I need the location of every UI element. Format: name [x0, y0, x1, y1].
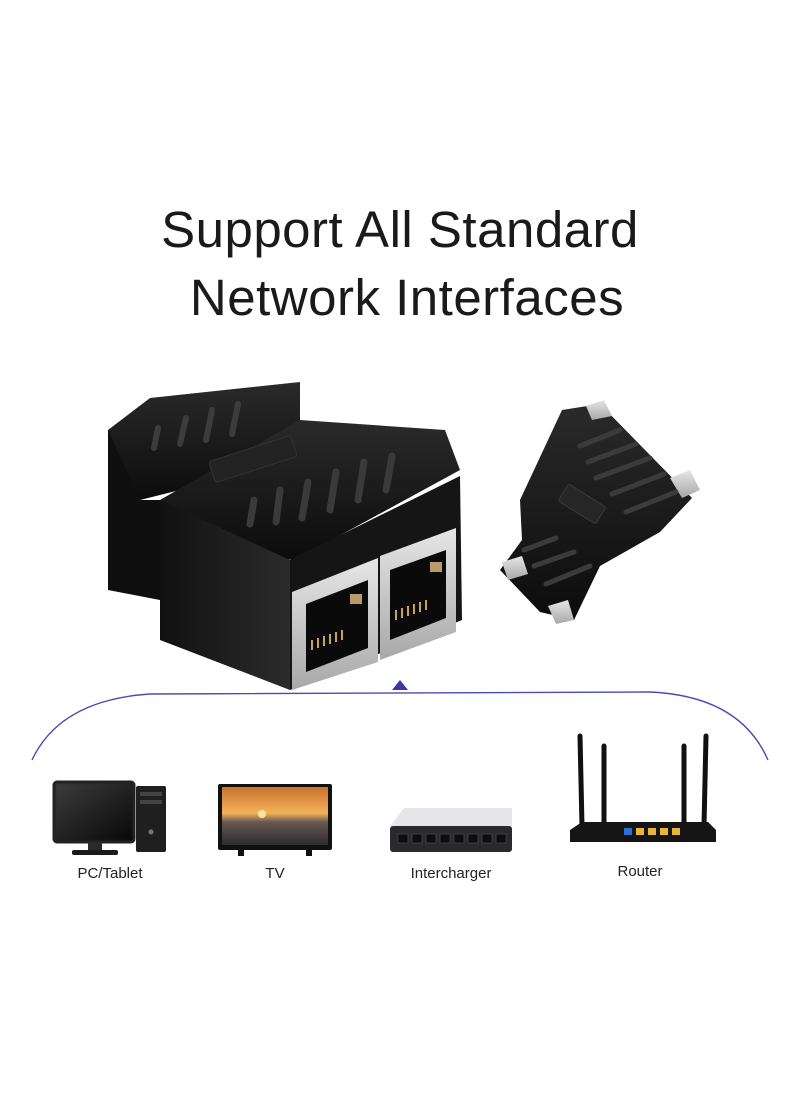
device-label-tv: TV	[265, 865, 285, 882]
headline-line-1: Support All Standard	[161, 201, 639, 258]
device-label-router: Router	[617, 863, 663, 880]
device-label-intercharger: Intercharger	[410, 865, 492, 882]
adapter-large	[108, 382, 462, 690]
router-icon	[570, 733, 716, 842]
headline: Support All Standard Network Interfaces	[0, 196, 800, 332]
pc-tablet-icon	[52, 780, 166, 855]
connection-arc	[31, 691, 769, 761]
headline-line-2: Network Interfaces	[189, 269, 625, 326]
adapter-small	[500, 400, 700, 624]
device-label-pc-tablet: PC/Tablet	[77, 865, 143, 882]
network-switch-icon	[390, 808, 512, 852]
tv-icon	[218, 784, 332, 856]
arc-pointer-icon	[392, 680, 408, 690]
